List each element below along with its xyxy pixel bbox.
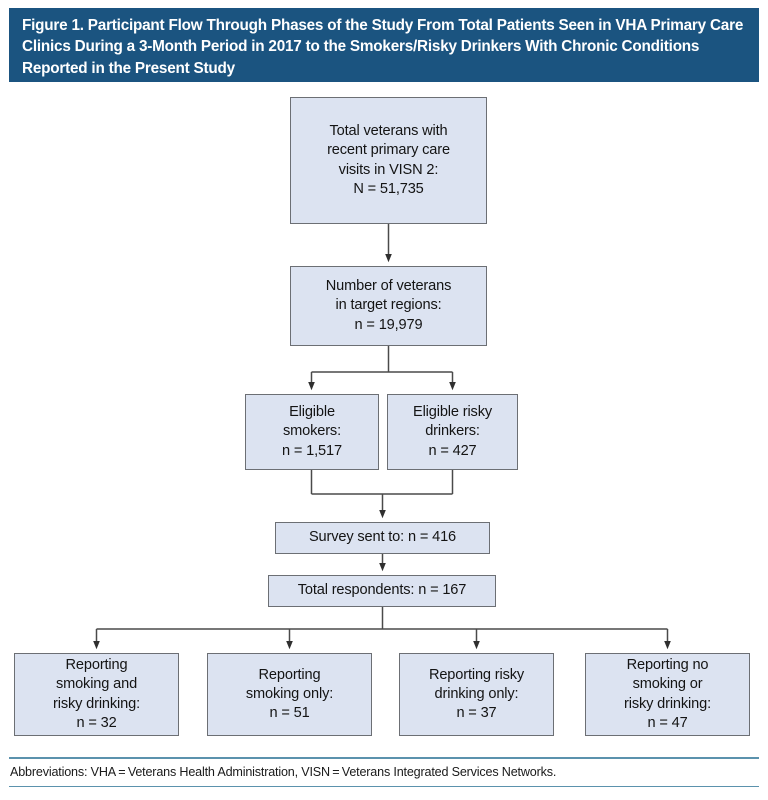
footnote-rule-top [9,757,759,759]
flow-node-eligible-smokers-label: Eligible smokers: n = 1,517 [282,404,342,459]
figure-footnote: Abbreviations: VHA = Veterans Health Adm… [9,757,759,788]
flow-node-eligible-risky-drinkers-label: Eligible risky drinkers: n = 427 [413,404,492,459]
flow-node-no-smoking-or-risky-drinking: Reporting no smoking or risky drinking: … [585,653,750,736]
flow-node-total-respondents: Total respondents: n = 167 [268,575,496,607]
figure-title-banner: Figure 1. Participant Flow Through Phase… [9,8,759,82]
flow-node-total-veterans-label: Total veterans with recent primary care … [327,123,450,197]
flow-node-total-veterans: Total veterans with recent primary care … [290,97,487,224]
flow-node-risky-drinking-only: Reporting risky drinking only: n = 37 [399,653,554,736]
flow-connectors [93,224,671,650]
flow-node-smoking-only: Reporting smoking only: n = 51 [207,653,372,736]
flow-node-smoking-and-risky-drinking: Reporting smoking and risky drinking: n … [14,653,179,736]
figure-title: Figure 1. Participant Flow Through Phase… [22,17,744,77]
flow-node-total-respondents-label: Total respondents: n = 167 [297,582,467,599]
flow-node-smoking-only-label: Reporting smoking only: n = 51 [245,666,334,722]
footnote-rule-bottom [9,785,759,788]
flow-node-target-regions: Number of veterans in target regions: n … [290,266,487,346]
flow-node-risky-drinking-only-label: Reporting risky drinking only: n = 37 [428,666,525,722]
flow-node-eligible-smokers: Eligible smokers: n = 1,517 [245,394,379,470]
flow-node-smoking-and-risky-drinking-label: Reporting smoking and risky drinking: n … [53,657,140,731]
flow-node-survey-sent-label: Survey sent to: n = 416 [308,529,457,546]
flow-node-eligible-risky-drinkers: Eligible risky drinkers: n = 427 [387,394,518,470]
flow-node-survey-sent: Survey sent to: n = 416 [275,522,490,554]
footnote-abbreviations: Abbreviations: VHA = Veterans Health Adm… [10,764,557,779]
flow-node-no-smoking-or-risky-drinking-label: Reporting no smoking or risky drinking: … [624,657,711,731]
flow-node-target-regions-label: Number of veterans in target regions: n … [325,278,452,333]
participant-flow-diagram: Total veterans with recent primary care … [0,88,768,754]
